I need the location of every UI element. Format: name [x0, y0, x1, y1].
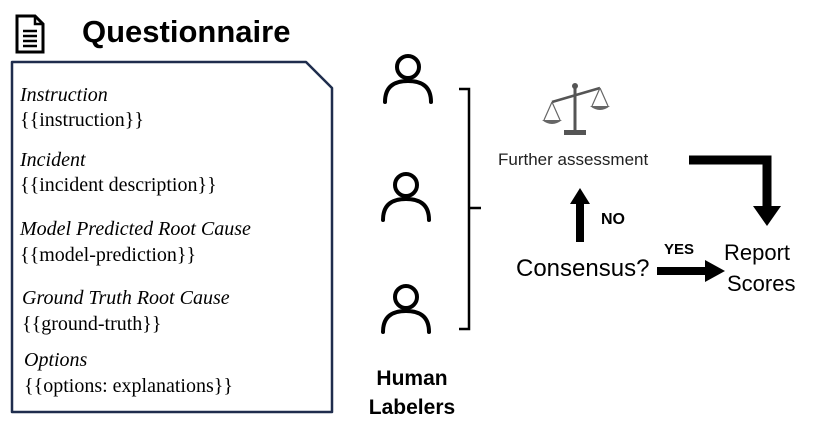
- labelers-bracket: [459, 87, 481, 331]
- document-icon: [15, 14, 45, 54]
- person-icon: [381, 172, 431, 222]
- questionnaire-card: [10, 60, 334, 414]
- report-label-line2: Scores: [727, 271, 796, 296]
- field-value-incident: {{incident description}}: [20, 174, 217, 196]
- questionnaire-title: Questionnaire: [82, 14, 291, 49]
- no-arrow-up: [570, 188, 590, 242]
- field-label-options: Options: [24, 349, 88, 371]
- yes-arrow-right: [657, 260, 725, 282]
- field-label-model-prediction: Model Predicted Root Cause: [20, 218, 251, 240]
- field-value-options: {{options: explanations}}: [24, 375, 233, 397]
- balance-scale-icon: [542, 83, 610, 135]
- report-label-line1: Report: [724, 240, 791, 265]
- assessment-to-report-arrow: [689, 155, 781, 226]
- labelers-caption-line1: Human: [376, 367, 448, 390]
- no-label: NO: [601, 211, 625, 228]
- person-icon: [381, 284, 431, 334]
- field-label-incident: Incident: [20, 149, 86, 171]
- yes-label: YES: [664, 241, 695, 258]
- field-label-ground-truth: Ground Truth Root Cause: [22, 287, 230, 309]
- further-assessment-label: Further assessment: [498, 150, 649, 169]
- field-label-instruction: Instruction: [20, 84, 108, 106]
- field-value-model-prediction: {{model-prediction}}: [20, 244, 197, 266]
- labelers-caption-line2: Labelers: [368, 396, 456, 419]
- person-icon: [383, 54, 433, 104]
- field-value-ground-truth: {{ground-truth}}: [22, 313, 162, 335]
- field-value-instruction: {{instruction}}: [20, 109, 144, 131]
- consensus-label: Consensus?: [516, 255, 650, 282]
